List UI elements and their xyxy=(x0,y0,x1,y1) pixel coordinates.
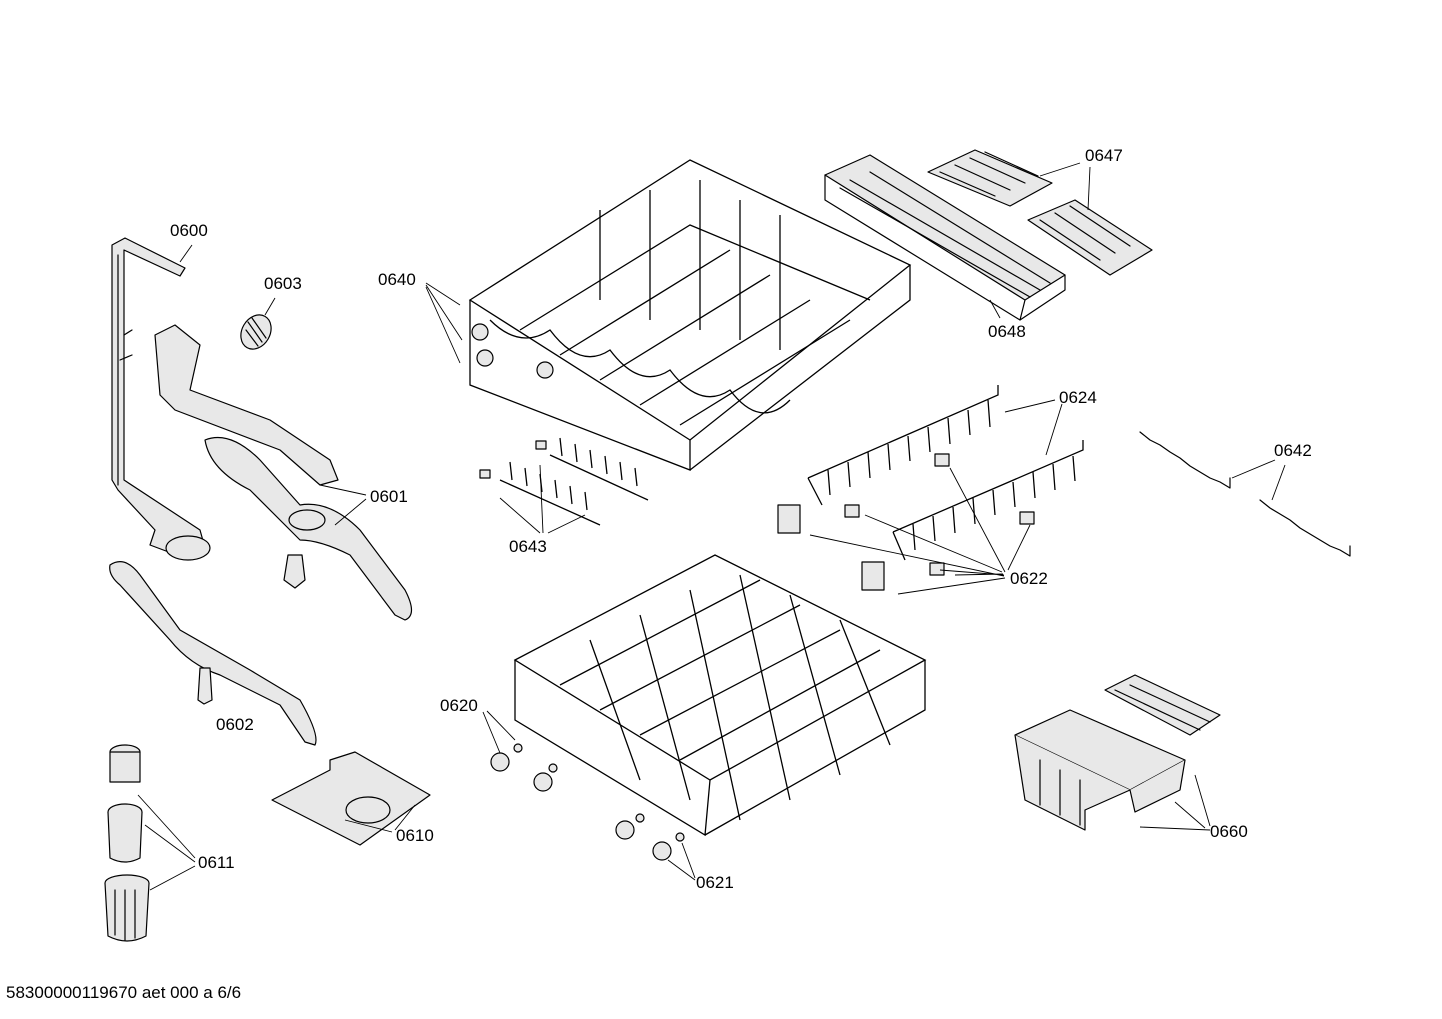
part-0610-sieve-plate xyxy=(271,751,431,846)
label-0603: 0603 xyxy=(264,274,302,293)
label-0621: 0621 xyxy=(696,873,734,892)
part-0622-clips xyxy=(777,453,1035,591)
part-0600-supply-pipe xyxy=(111,237,211,561)
part-0642-rails xyxy=(1139,431,1351,557)
label-0600: 0600 xyxy=(170,221,208,240)
part-lower-basket xyxy=(513,554,927,837)
part-0643-tines xyxy=(479,437,649,526)
document-reference-footer: 58300000119670 aet 000 a 6/6 xyxy=(6,983,242,1002)
label-0620: 0620 xyxy=(440,696,478,715)
label-0610: 0610 xyxy=(396,826,434,845)
leader-lines xyxy=(137,162,1286,891)
part-0603-cap xyxy=(240,314,272,350)
label-0622: 0622 xyxy=(1010,569,1048,588)
label-0660: 0660 xyxy=(1210,822,1248,841)
part-0660-cutlery-basket xyxy=(1014,674,1221,831)
part-0601-upper-spray-arm xyxy=(154,324,413,621)
part-0648-cutlery-tray xyxy=(824,154,1066,321)
label-0611: 0611 xyxy=(198,853,235,872)
label-0642: 0642 xyxy=(1274,441,1312,460)
part-0620-0621-wheels xyxy=(490,743,685,861)
label-0643: 0643 xyxy=(509,537,547,556)
label-0601: 0601 xyxy=(370,487,408,506)
part-0602-lower-spray-arm xyxy=(109,561,317,746)
label-0624: 0624 xyxy=(1059,388,1097,407)
label-0648: 0648 xyxy=(988,322,1026,341)
label-0640: 0640 xyxy=(378,270,416,289)
label-0602: 0602 xyxy=(216,715,254,734)
label-0647: 0647 xyxy=(1085,146,1123,165)
part-0611-filters xyxy=(104,744,150,942)
part-0624-tine-rows xyxy=(807,385,1084,561)
part-0647-racks xyxy=(927,149,1153,276)
part-0640-upper-basket xyxy=(468,159,912,471)
